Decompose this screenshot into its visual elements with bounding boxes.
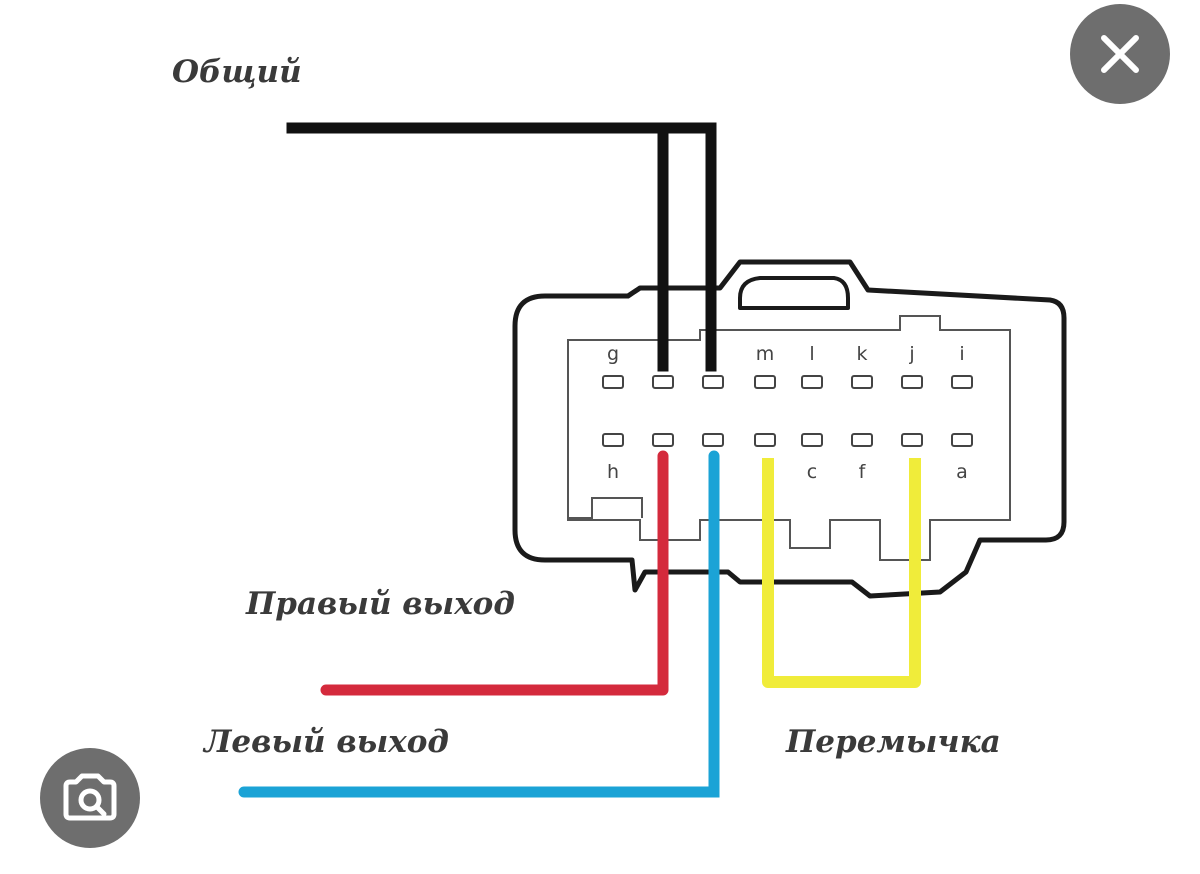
pin-label-i: i xyxy=(959,343,964,365)
pin-label-h: h xyxy=(607,461,619,483)
bottom-pin-cavity xyxy=(801,433,823,447)
pin-label-f: f xyxy=(859,461,867,483)
pin-label-m: m xyxy=(756,343,775,365)
pin-row-top xyxy=(602,375,973,389)
pin-labels: g m l k j i h c f a xyxy=(607,343,968,483)
left-output-label: Левый выход xyxy=(202,724,449,760)
connector-inner-frame xyxy=(567,315,1011,561)
pin-label-c: c xyxy=(807,461,817,483)
pin-row-bottom xyxy=(602,433,973,447)
top-pin-cavity xyxy=(901,375,923,389)
pin-label-k: k xyxy=(856,343,867,365)
top-pin-cavity xyxy=(652,375,674,389)
google-lens-icon xyxy=(40,748,140,848)
common-wire xyxy=(286,122,717,372)
left-output-wire xyxy=(238,450,720,798)
top-pin-cavity xyxy=(851,375,873,389)
bottom-pin-cavity xyxy=(951,433,973,447)
top-pin-cavity xyxy=(801,375,823,389)
right-output-label: Правый выход xyxy=(245,586,515,622)
top-pin-cavity xyxy=(754,375,776,389)
close-button[interactable] xyxy=(1070,4,1170,104)
bottom-pin-cavity xyxy=(754,433,776,447)
connector-housing xyxy=(512,259,1067,599)
bottom-pin-cavity xyxy=(901,433,923,447)
close-icon xyxy=(1070,4,1170,104)
right-output-wire xyxy=(320,450,669,696)
pin-label-g: g xyxy=(607,343,619,365)
pin-label-j: j xyxy=(908,343,914,365)
bottom-pin-cavity xyxy=(652,433,674,447)
top-pin-cavity xyxy=(702,375,724,389)
top-pin-cavity xyxy=(602,375,624,389)
bottom-pin-cavity xyxy=(851,433,873,447)
jumper-label: Перемычка xyxy=(785,724,1001,760)
common-label: Общий xyxy=(172,54,302,90)
pin-label-l: l xyxy=(809,343,814,365)
bottom-pin-cavity xyxy=(602,433,624,447)
jumper-wire xyxy=(762,458,921,688)
top-pin-cavity xyxy=(951,375,973,389)
visual-search-button[interactable] xyxy=(40,748,140,848)
pin-label-a: a xyxy=(956,461,968,483)
bottom-pin-cavity xyxy=(702,433,724,447)
